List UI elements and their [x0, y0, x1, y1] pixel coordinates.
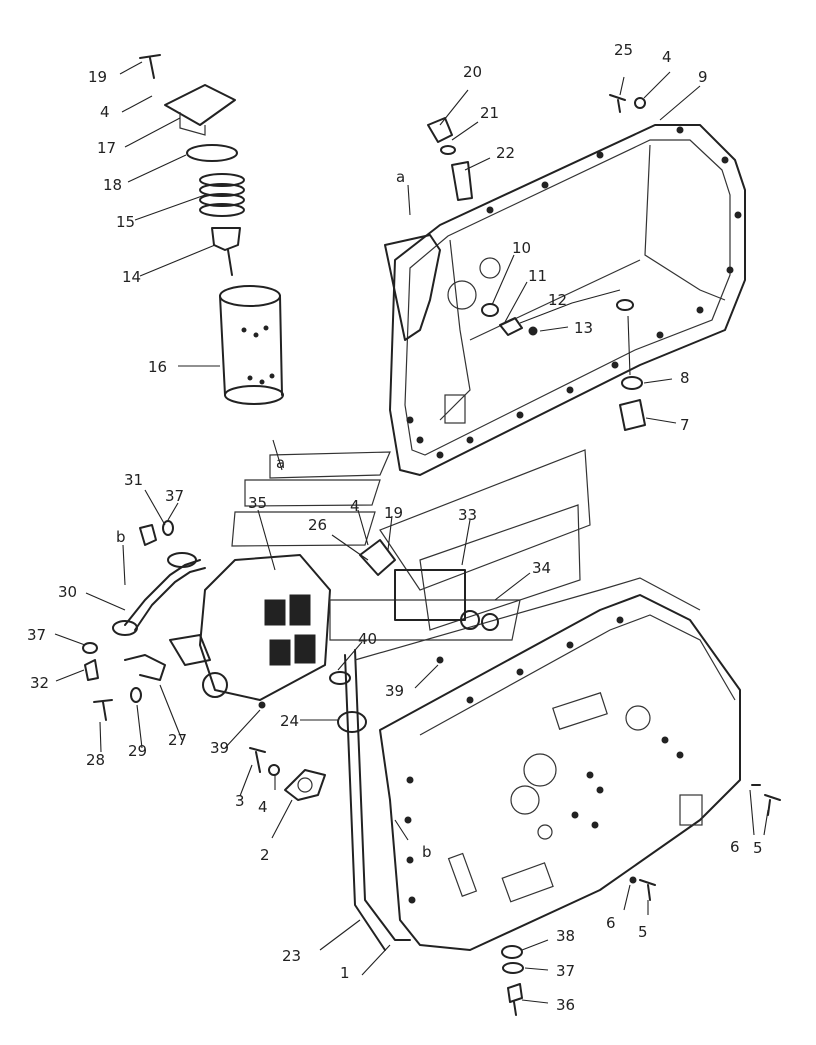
- callout-2: 2: [260, 846, 270, 864]
- screw-5-lower: [639, 879, 656, 901]
- callout-6b: 6: [606, 914, 616, 932]
- callout-15: 15: [116, 213, 135, 231]
- filter-cartridge: [219, 285, 284, 405]
- callout-31: 31: [124, 471, 143, 489]
- screw-31: [139, 524, 157, 546]
- oil-pump-assembly: [169, 554, 331, 701]
- callout-10: 10: [512, 239, 531, 257]
- callout-24: 24: [280, 712, 299, 730]
- callout-4: 4: [100, 103, 110, 121]
- screw-32: [84, 659, 99, 681]
- callout-39a: 39: [385, 682, 404, 700]
- gasket-plates: [231, 449, 591, 685]
- callout-4c: 4: [350, 497, 360, 515]
- filter-cover: [164, 84, 236, 136]
- lower-oil-pan: [344, 577, 741, 951]
- callout-21: 21: [480, 104, 499, 122]
- o-ring-24: [337, 711, 367, 733]
- nut-13: [528, 326, 538, 336]
- washer-29: [130, 687, 142, 703]
- callout-4d: 4: [258, 798, 268, 816]
- callout-28: 28: [86, 751, 105, 769]
- callout-11: 11: [528, 267, 547, 285]
- screw-5-upper: [764, 794, 781, 816]
- callout-37a: 37: [165, 487, 184, 505]
- callout-27: 27: [168, 731, 187, 749]
- callout-5a: 5: [753, 839, 763, 857]
- callout-40: 40: [358, 630, 377, 648]
- plug-12: [616, 299, 634, 311]
- washer-6-lower: [629, 876, 637, 884]
- ref-letter-b-pan: b: [422, 843, 432, 861]
- ref-letter-a-lower: a: [276, 454, 285, 472]
- washer-21: [440, 145, 456, 155]
- washer-39-right: [436, 656, 444, 664]
- screw-25: [609, 94, 626, 113]
- o-ring: [186, 144, 238, 162]
- screw-28: [93, 699, 113, 721]
- callout-17: 17: [97, 139, 116, 157]
- callout-12: 12: [548, 291, 567, 309]
- elbow-27: [124, 654, 166, 681]
- callout-19b: 19: [384, 504, 403, 522]
- callout-20: 20: [463, 63, 482, 81]
- callout-14: 14: [122, 268, 141, 286]
- drain-plug-36: [507, 983, 523, 1016]
- callout-8: 8: [680, 369, 690, 387]
- fitting-11: [499, 317, 523, 336]
- washer-39-left: [258, 701, 266, 709]
- screw-19: [139, 54, 161, 79]
- sleeve-22: [451, 161, 473, 201]
- callout-9: 9: [698, 68, 708, 86]
- callout-29: 29: [128, 742, 147, 760]
- callout-7: 7: [680, 416, 690, 434]
- callout-1: 1: [340, 964, 350, 982]
- callout-5b: 5: [638, 923, 648, 941]
- callout-34: 34: [532, 559, 551, 577]
- callout-33: 33: [458, 506, 477, 524]
- washer-37-lower: [502, 962, 524, 974]
- upper-oil-pan: [384, 124, 746, 476]
- ref-letter-a-upper: a: [396, 168, 405, 186]
- callout-4b: 4: [662, 48, 672, 66]
- washer-4-upper: [634, 97, 646, 109]
- callout-23: 23: [282, 947, 301, 965]
- washer-37-upper: [162, 520, 174, 536]
- callout-39b: 39: [210, 739, 229, 757]
- cover-plate-2: [284, 769, 326, 801]
- callout-30: 30: [58, 583, 77, 601]
- reference-letters: a a b b: [116, 168, 432, 861]
- callout-19: 19: [88, 68, 107, 86]
- plug-7: [619, 399, 646, 431]
- callout-13: 13: [574, 319, 593, 337]
- ref-letter-b-left: b: [116, 528, 126, 546]
- seal-8: [621, 376, 643, 390]
- callout-37c: 37: [556, 962, 575, 980]
- callout-36: 36: [556, 996, 575, 1014]
- spring: [199, 173, 245, 217]
- callout-18: 18: [103, 176, 122, 194]
- callout-35: 35: [248, 494, 267, 512]
- washer-4: [268, 764, 280, 776]
- callout-3: 3: [235, 792, 245, 810]
- callout-26: 26: [308, 516, 327, 534]
- callout-6a: 6: [730, 838, 740, 856]
- callout-16: 16: [148, 358, 167, 376]
- screw-3: [249, 747, 266, 773]
- washer-37-left: [82, 642, 98, 654]
- leader-lines: [54, 61, 769, 1004]
- callout-labels: 19 4 17 18 15 14 16 20 21 22 25 4 9 10 1…: [27, 41, 763, 1014]
- callout-25: 25: [614, 41, 633, 59]
- callout-37b: 37: [27, 626, 46, 644]
- callout-38: 38: [556, 927, 575, 945]
- oil-pipe: [112, 552, 206, 636]
- o-ring-10: [481, 303, 499, 317]
- washer-38: [501, 945, 523, 959]
- callout-22: 22: [496, 144, 515, 162]
- relief-valve: [211, 227, 241, 276]
- plug-20: [427, 117, 453, 143]
- callout-32: 32: [30, 674, 49, 692]
